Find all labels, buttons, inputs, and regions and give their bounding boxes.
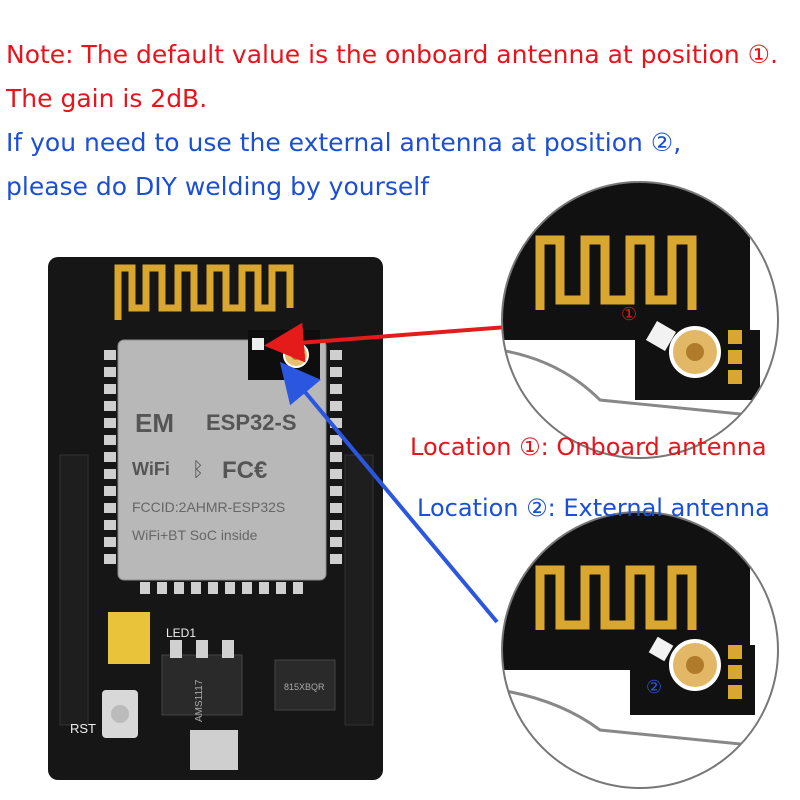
module-pad — [104, 384, 116, 394]
module-pad — [330, 469, 342, 479]
marker-1: ① — [621, 304, 637, 325]
module-pad — [330, 537, 342, 547]
module-pad — [208, 582, 218, 594]
note-line-default-antenna: Note: The default value is the onboard a… — [6, 40, 779, 69]
module-pad — [259, 582, 269, 594]
module-logo: ЕМ — [135, 408, 174, 438]
led-label: LED1 — [166, 626, 196, 640]
location-1-label: Location ①: Onboard antenna — [410, 433, 767, 461]
note-line-gain: The gain is 2dB. — [6, 84, 208, 113]
zoom-circle-location-2: ② — [501, 511, 779, 789]
module-pad — [104, 350, 116, 360]
location-2-label: Location ②: External antenna — [417, 494, 770, 522]
note-line-external-antenna: If you need to use the external antenna … — [6, 128, 682, 157]
module-pad — [330, 418, 342, 428]
note-line-diy-welding: please do DIY welding by yourself — [6, 172, 430, 201]
feature-text: WiFi+BT SoC inside — [132, 527, 258, 543]
module-pad — [104, 486, 116, 496]
module-pad — [104, 418, 116, 428]
antenna-trace-icon — [114, 264, 294, 320]
esp32-module — [117, 339, 327, 581]
module-pad — [330, 554, 342, 564]
module-pad — [104, 367, 116, 377]
psram-chip — [274, 659, 336, 711]
blue-arrow-line — [279, 361, 499, 624]
voltage-regulator — [161, 654, 243, 716]
module-pad — [330, 520, 342, 530]
right-pin-header — [344, 454, 374, 726]
module-pad — [330, 367, 342, 377]
tantalum-capacitor — [108, 612, 150, 664]
module-brand-text: ESP32-S — [206, 410, 297, 435]
fcc-logo: FC€ — [222, 457, 267, 484]
module-pad — [330, 435, 342, 445]
left-pin-header — [59, 454, 89, 726]
module-pad — [242, 582, 252, 594]
esp32-cam-board: ЕМ ESP32-S WiFi ᛒ FC€ FCCID:2AHMR-ESP32S… — [48, 257, 383, 780]
module-pad — [330, 350, 342, 360]
module-pad — [276, 582, 286, 594]
module-pad — [104, 537, 116, 547]
module-pad — [330, 503, 342, 513]
module-pad — [174, 582, 184, 594]
module-pad — [104, 469, 116, 479]
module-pads — [104, 350, 342, 594]
module-pad — [330, 452, 342, 462]
module-pad — [104, 520, 116, 530]
module-pad — [104, 452, 116, 462]
regulator-label: AMS1117 — [194, 679, 205, 722]
fcc-id-text: FCCID:2AHMR-ESP32S — [132, 499, 285, 515]
module-pad — [104, 503, 116, 513]
ic-label: 815XBQR — [284, 682, 325, 692]
module-pad — [191, 582, 201, 594]
module-pad — [293, 582, 303, 594]
module-pad — [104, 435, 116, 445]
module-pad — [140, 582, 150, 594]
zoom-circle-location-1: ① — [501, 181, 779, 459]
module-pad — [104, 554, 116, 564]
marker-2: ② — [646, 677, 662, 698]
module-pad — [330, 401, 342, 411]
module-pad — [330, 384, 342, 394]
module-pad — [157, 582, 167, 594]
reset-label: RST — [70, 721, 96, 736]
module-pad — [104, 401, 116, 411]
wifi-logo: WiFi — [132, 459, 170, 479]
module-pad — [225, 582, 235, 594]
module-pad — [330, 486, 342, 496]
bluetooth-icon: ᛒ — [192, 457, 204, 481]
